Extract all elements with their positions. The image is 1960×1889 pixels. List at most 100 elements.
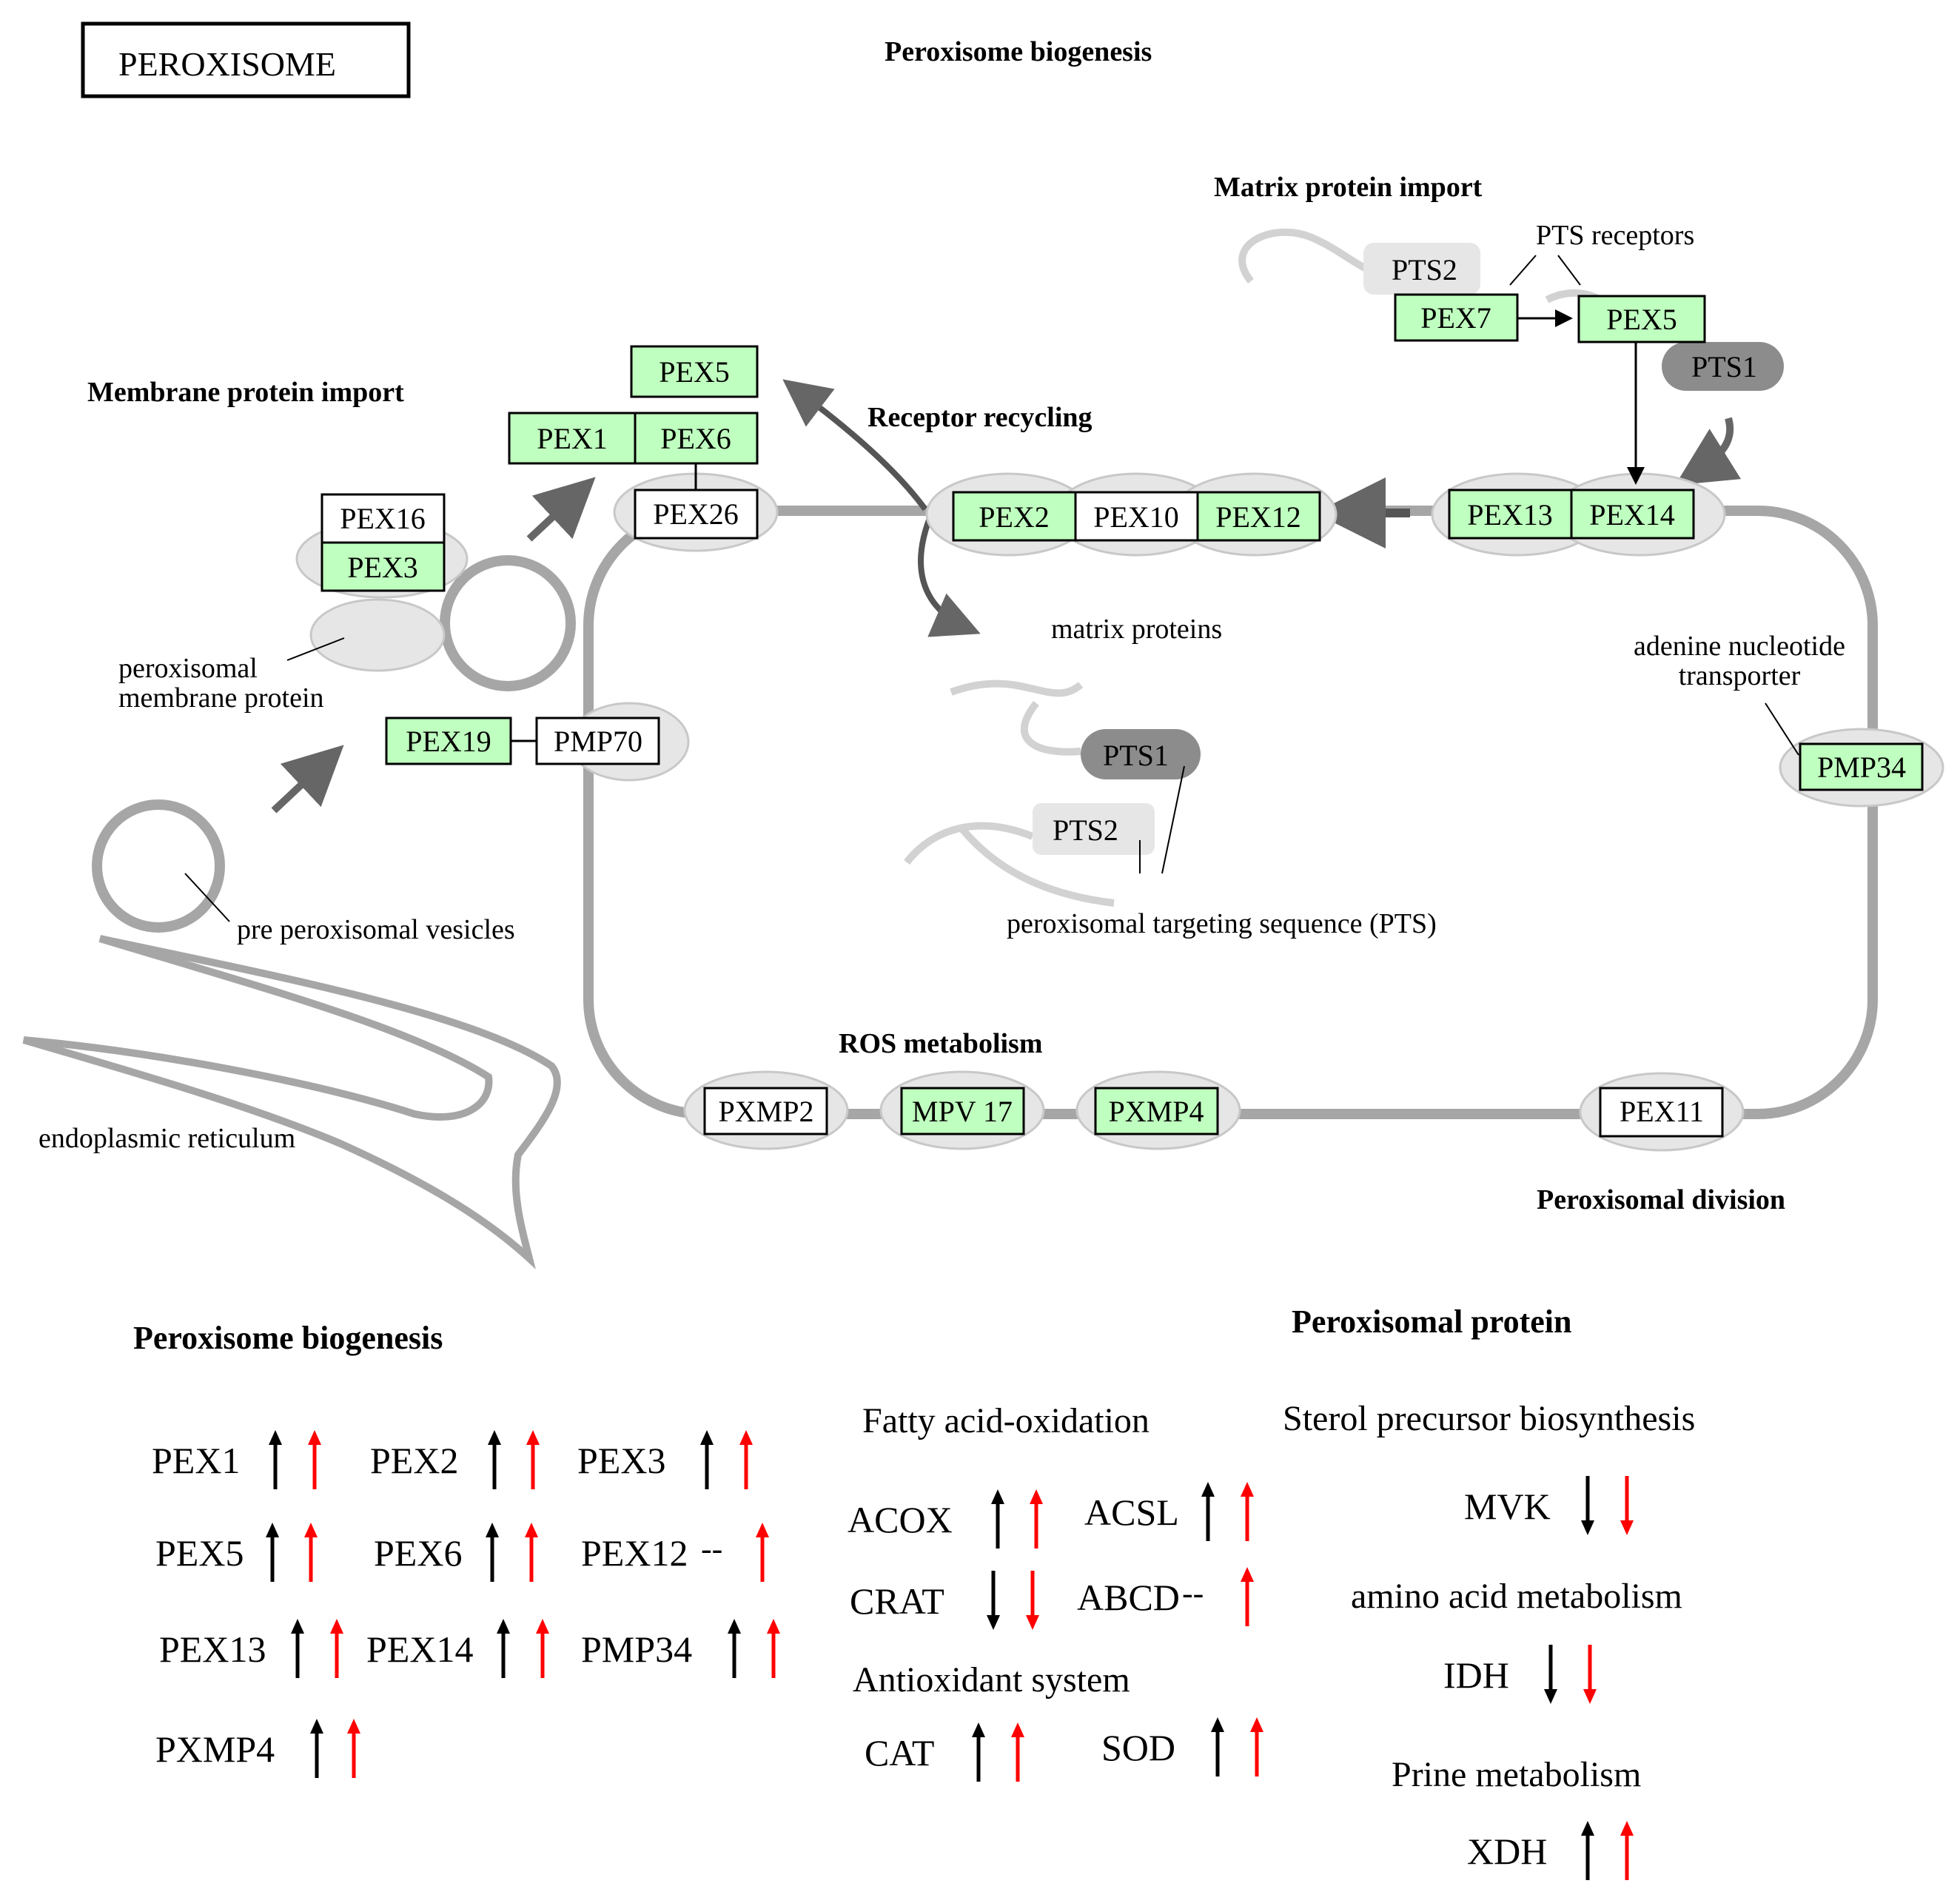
gene-box-pex11[interactable]: PEX11 [1599,1087,1724,1138]
pts1-mid-shape [1081,729,1201,779]
legend-protein-title: Peroxisomal protein [1292,1303,1571,1340]
legend-gene-label: PMP34 [581,1628,692,1670]
adenine-pointer [1765,702,1799,756]
gene-box-pex26[interactable]: PEX26 [634,489,759,540]
gene-box-pex5-right[interactable]: PEX5 [1577,295,1706,343]
legend-arrow-red [330,1619,343,1678]
arrow-vesicle-to-pex19 [271,745,344,813]
legend-gene-label: PEX3 [577,1440,665,1481]
legend-gene-label: IDH [1443,1654,1509,1696]
gene-label: PMP70 [554,725,642,758]
legend-arrow-red [526,1430,540,1489]
heading-division: Peroxisomal division [1537,1184,1785,1215]
legend-arrow-black [497,1619,510,1678]
gene-box-pex1[interactable]: PEX1 [508,412,637,465]
legend-gene-label: SOD [1101,1727,1175,1768]
gene-label: PEX10 [1093,500,1179,534]
gene-box-pex19[interactable]: PEX19 [385,717,512,765]
legend-gene-label: PXMP4 [155,1728,275,1770]
gene-label: PEX11 [1620,1095,1704,1128]
expression-legend: Peroxisome biogenesis Peroxisomal protei… [133,1303,1695,1880]
pts-receptors-pointer-right [1557,255,1581,286]
legend-prine-title: Prine metabolism [1392,1755,1641,1794]
legend-arrow-red [1250,1717,1263,1776]
gene-box-pxmp4[interactable]: PXMP4 [1094,1087,1219,1135]
legend-gene-label: ACSL [1084,1492,1179,1533]
legend-arrow-red [1026,1571,1039,1630]
pts2-top-shape [1363,243,1480,295]
gene-label: PEX5 [1606,303,1677,336]
label-pts-sequence: peroxisomal targeting sequence (PTS) [1007,908,1437,939]
legend-arrow-black: -- [1182,1575,1204,1611]
legend-antioxidant-title: Antioxidant system [853,1660,1130,1700]
heading-matrix-import: Matrix protein import [1214,172,1483,203]
legend-arrow-red [1583,1645,1597,1704]
legend-arrow-black: -- [701,1531,722,1567]
legend-arrow-black [269,1430,282,1489]
membrane-protein-pointer [286,637,345,661]
legend-arrow-black [991,1489,1004,1549]
pts1-pointer [1161,765,1185,874]
legend-arrow-red [525,1523,538,1582]
label-pmp-line1: peroxisomal [118,653,258,684]
pts2-mid-label: PTS2 [1053,813,1118,847]
gene-box-pex6[interactable]: PEX6 [634,412,759,465]
gene-label: PEX12 [1215,500,1301,534]
label-adenine-line2: transporter [1679,660,1801,691]
legend-nochange-mark: -- [701,1531,722,1567]
gene-label: PEX13 [1467,498,1553,531]
membrane-protein-ellipse [309,598,446,672]
gene-box-pex2[interactable]: PEX2 [952,491,1077,542]
legend-arrow-black [1581,1821,1594,1880]
gene-box-pex3[interactable]: PEX3 [320,541,446,592]
pre-peroxisomal-vesicle-small [92,799,225,933]
legend-biogenesis-title: Peroxisome biogenesis [133,1320,443,1356]
legend-arrow-red [756,1523,769,1582]
legend-arrow-red [1620,1821,1634,1880]
legend-sterol-title: Sterol precursor biosynthesis [1283,1399,1695,1438]
gene-box-pex10[interactable]: PEX10 [1074,491,1199,542]
gene-label: PEX7 [1420,301,1491,335]
gene-box-pex7[interactable]: PEX7 [1394,293,1519,342]
legend-arrow-black [972,1722,985,1782]
pre-peroxisomal-vesicle-large [440,555,576,691]
legend-arrow-black [1544,1645,1557,1704]
gene-box-pex12[interactable]: PEX12 [1196,491,1321,542]
gene-label: PEX1 [537,422,608,455]
legend-arrow-black [1201,1482,1215,1541]
gene-label: PEX16 [340,502,426,535]
legend-arrow-black [987,1571,1000,1630]
legend-nochange-mark: -- [1182,1575,1204,1611]
gene-box-pex16[interactable]: PEX16 [320,493,446,544]
gene-box-pex13[interactable]: PEX13 [1448,489,1573,540]
gene-box-pex5-top[interactable]: PEX5 [630,345,759,398]
heading-biogenesis: Peroxisome biogenesis [885,36,1152,67]
peroxisome-membrane [583,506,1878,1119]
legend-arrow-black [488,1430,501,1489]
legend-arrow-red [1620,1476,1634,1535]
gene-box-pxmp2[interactable]: PXMP2 [703,1087,828,1135]
legend-amino-title: amino acid metabolism [1351,1577,1682,1616]
legend-gene-label: PEX1 [152,1440,240,1481]
legend-arrow-black [486,1523,499,1582]
protein-squiggle-mid [950,680,1084,756]
gene-box-pmp34[interactable]: PMP34 [1799,742,1924,791]
legend-arrow-red [1241,1567,1254,1626]
gene-label: PEX19 [406,725,491,758]
gene-box-pmp70[interactable]: PMP70 [535,717,660,765]
arrow-pts1-to-pex14 [1675,417,1742,486]
gene-box-mpv17[interactable]: MPV 17 [900,1087,1025,1135]
label-pre-vesicles: pre peroxisomal vesicles [237,914,515,945]
legend-gene-label: PEX5 [155,1532,244,1574]
legend-arrow-red [1011,1722,1024,1782]
legend-gene-label: XDH [1467,1831,1547,1872]
legend-arrow-red [536,1619,549,1678]
gene-label: PXMP2 [719,1095,814,1128]
gene-box-pex14[interactable]: PEX14 [1570,489,1695,540]
pts1-top-label: PTS1 [1691,350,1757,383]
endoplasmic-reticulum-shape [22,935,561,1270]
arrow-recycling-to-pex5 [782,379,928,511]
protein-squiggle-low [904,822,1115,907]
gene-label: PEX3 [347,551,418,584]
